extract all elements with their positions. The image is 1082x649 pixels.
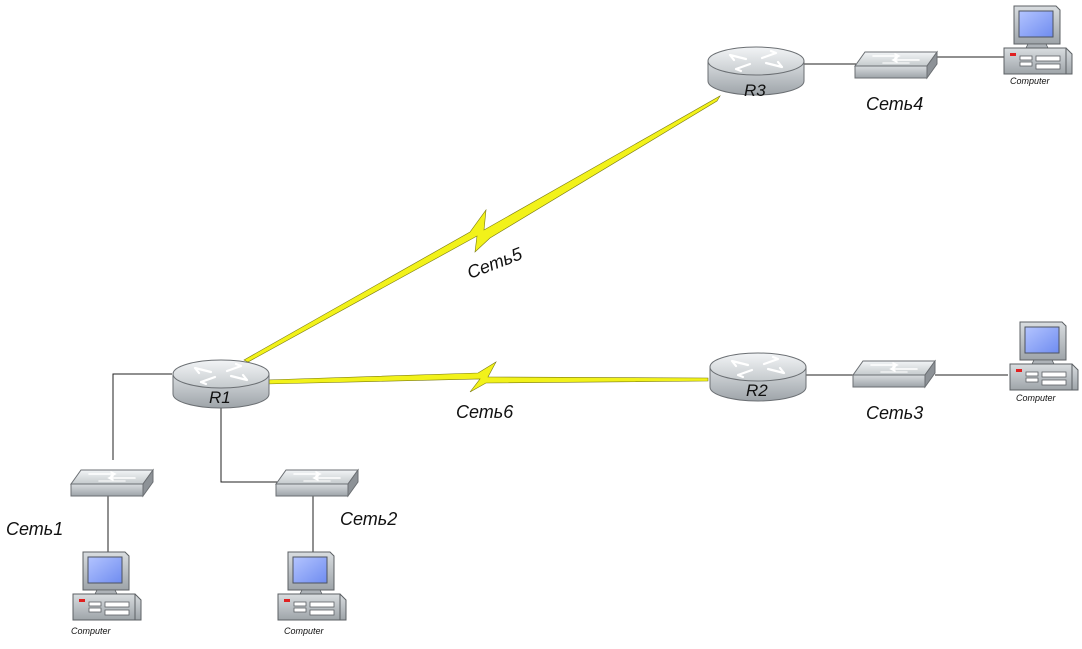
switch-icon <box>854 51 938 79</box>
network-label-4: Сеть4 <box>866 94 923 114</box>
switch-icon <box>275 469 359 497</box>
computer-label: Computer <box>71 626 112 636</box>
computer-3[interactable]: Computer <box>1009 321 1079 403</box>
computer-icon <box>72 551 142 621</box>
network-label-2: Сеть2 <box>340 509 397 529</box>
computer-4[interactable]: Computer <box>1003 5 1073 86</box>
router-r2[interactable]: R2 <box>708 351 808 403</box>
switch-icon <box>70 469 154 497</box>
computer-icon <box>277 551 347 621</box>
network-label-1: Сеть1 <box>6 519 63 539</box>
switch-icon <box>852 360 936 388</box>
serial-link-r1-r2 <box>265 361 709 393</box>
serial-links <box>243 95 721 393</box>
computer-1[interactable]: Computer <box>71 551 142 636</box>
switch-2[interactable] <box>275 469 359 497</box>
router-label: R1 <box>209 388 231 407</box>
router-label: R3 <box>744 81 766 100</box>
serial-link-r1-r3 <box>243 95 721 363</box>
computer-label: Computer <box>1010 76 1051 86</box>
router-r3[interactable]: R3 <box>706 45 806 100</box>
computer-2[interactable]: Computer <box>277 551 347 636</box>
network-label-6: Сеть6 <box>456 402 514 422</box>
link-r1-sw1 <box>112 373 172 460</box>
switch-3[interactable] <box>852 360 936 388</box>
router-r1[interactable]: R1 <box>171 358 271 410</box>
computer-icon <box>1003 5 1073 75</box>
computer-icon <box>1009 321 1079 391</box>
network-label-3: Сеть3 <box>866 403 923 423</box>
network-label-5: Сеть5 <box>464 243 526 283</box>
switch-1[interactable] <box>70 469 154 497</box>
ethernet-links <box>107 56 1008 552</box>
link-r1-sw2 <box>220 396 278 483</box>
computer-label: Computer <box>284 626 325 636</box>
computer-label: Computer <box>1016 393 1057 403</box>
switch-4[interactable] <box>854 51 938 79</box>
router-label: R2 <box>746 381 768 400</box>
